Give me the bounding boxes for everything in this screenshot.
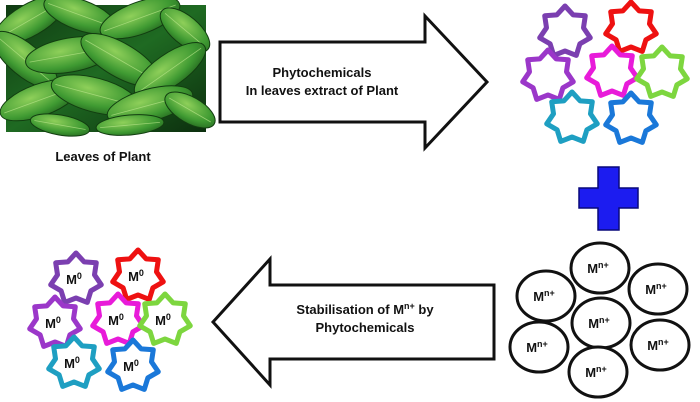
metal-ion: Mn+ [627,262,689,316]
metal-ion: Mn+ [569,241,631,295]
nanoparticle-star: M0 [90,291,146,346]
metal-ion: Mn+ [508,320,570,374]
metal-ion: Mn+ [629,318,691,372]
metal-ion-label: Mn+ [588,315,610,331]
plus-icon [578,166,639,231]
metal-ion: Mn+ [570,296,632,350]
nanoparticle-label: M0 [45,315,61,331]
metal-ion-label: Mn+ [587,260,609,276]
metal-ion: Mn+ [567,345,629,399]
nanoparticle-label: M0 [108,312,124,328]
nanoparticle-star: M0 [27,294,83,349]
nanoparticle-star: M0 [46,334,102,389]
metal-ion-label: Mn+ [526,339,548,355]
top-arrow: Phytochemicals In leaves extract of Plan… [218,12,490,152]
nanoparticle-star: M0 [105,337,161,392]
nanoparticle-star: M0 [48,250,104,305]
nanoparticle-star: M0 [137,291,193,346]
phytochemical-star [634,44,690,99]
plant-leaves-image [0,0,216,137]
metal-ion-label: Mn+ [585,364,607,380]
nanoparticle-label: M0 [64,355,80,371]
top-arrow-label-line2: In leaves extract of Plant [246,83,399,98]
nanoparticle-label: M0 [123,358,139,374]
bottom-arrow-label-line2: Phytochemicals [316,320,415,335]
metal-ion-group: Mn+ Mn+ Mn+ Mn+ Mn+ Mn+ Mn+ [508,241,691,399]
bottom-arrow-label-line1: Stabilisation of Mn+ by [296,301,434,317]
metal-ion: Mn+ [515,269,577,323]
bottom-arrow: Stabilisation of Mn+ by Phytochemicals [210,255,496,389]
nanoparticle-star: M0 [110,247,166,302]
phytochemical-star [603,90,659,145]
top-arrow-label-line1: Phytochemicals [273,65,372,80]
phytochemical-star [603,0,659,54]
phytochemical-star [544,89,600,144]
phytochemical-star [520,47,576,102]
nanoparticle-label: M0 [66,271,82,287]
metal-ion-label: Mn+ [647,337,669,353]
metal-ion-label: Mn+ [645,281,667,297]
phytochemical-stars [520,0,690,145]
phytochemical-star [584,43,640,98]
metal-ion-label: Mn+ [533,288,555,304]
nanoparticle-label: M0 [128,268,144,284]
phytochemical-star [537,3,593,58]
nanoparticle-label: M0 [155,312,171,328]
leaves-caption: Leaves of Plant [55,149,151,164]
